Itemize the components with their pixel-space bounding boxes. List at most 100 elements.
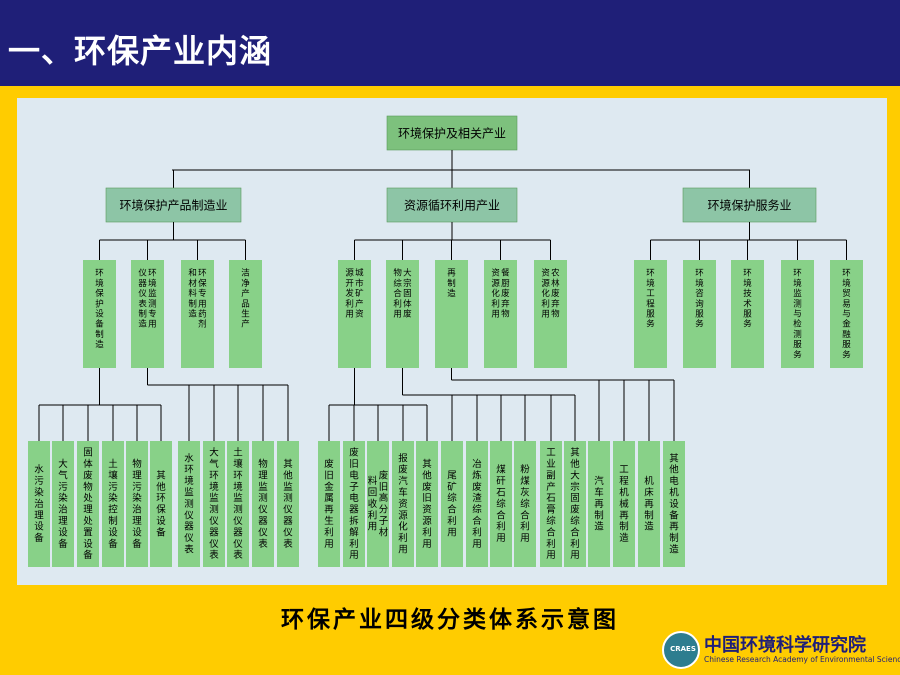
svg-text:源: 源 (422, 516, 432, 527)
svg-text:资: 资 (491, 268, 500, 279)
svg-text:备: 备 (132, 538, 142, 550)
svg-text:用: 用 (541, 309, 550, 319)
svg-text:综: 综 (496, 498, 506, 510)
svg-text:再: 再 (619, 510, 629, 521)
svg-text:旧: 旧 (379, 482, 389, 493)
svg-text:工: 工 (619, 465, 629, 476)
svg-text:物: 物 (258, 458, 268, 470)
svg-text:环: 环 (695, 269, 704, 279)
svg-text:固: 固 (83, 448, 93, 459)
svg-text:专: 专 (148, 308, 157, 319)
svg-text:污: 污 (108, 481, 118, 493)
svg-text:报: 报 (398, 452, 408, 464)
svg-text:壤: 壤 (108, 469, 118, 481)
svg-text:造: 造 (95, 339, 104, 350)
svg-text:利: 利 (349, 538, 359, 550)
svg-text:设: 设 (83, 539, 93, 550)
svg-text:器: 器 (283, 516, 293, 527)
svg-text:与: 与 (842, 309, 851, 319)
svg-text:境: 境 (233, 481, 243, 493)
svg-text:大: 大 (403, 268, 412, 279)
svg-text:境: 境 (148, 278, 157, 289)
level3-node-1-box (131, 260, 164, 368)
level4-node-25-box (663, 441, 685, 567)
svg-text:与: 与 (793, 309, 802, 319)
svg-text:金: 金 (324, 481, 334, 493)
level4-node-21-box (564, 441, 586, 567)
svg-text:灰: 灰 (520, 486, 530, 498)
diagram-panel: 环境保护及相关产业环境保护产品制造业资源循环利用产业环境保护服务业环境保护设备制… (17, 98, 887, 585)
svg-text:务: 务 (695, 319, 704, 330)
level3-node-0-box (83, 260, 116, 368)
svg-text:境: 境 (842, 278, 851, 289)
svg-text:务: 务 (793, 349, 802, 360)
svg-text:气: 气 (58, 469, 68, 481)
svg-text:电: 电 (349, 469, 359, 481)
svg-text:环: 环 (793, 269, 802, 279)
svg-text:产: 产 (241, 319, 250, 330)
svg-text:弃: 弃 (551, 298, 560, 309)
svg-text:表: 表 (184, 543, 194, 555)
svg-text:利: 利 (345, 298, 354, 309)
svg-text:仪: 仪 (258, 505, 268, 516)
level3-node-7-box (484, 260, 517, 368)
level2-node-0-label: 环境保护产品制造业 (119, 197, 227, 212)
svg-text:环: 环 (209, 470, 219, 481)
svg-text:制: 制 (644, 509, 654, 521)
svg-text:理: 理 (132, 470, 142, 481)
svg-text:易: 易 (842, 299, 851, 309)
svg-text:物: 物 (551, 308, 560, 319)
svg-text:工: 工 (546, 448, 556, 459)
svg-text:用: 用 (349, 550, 359, 561)
svg-text:生: 生 (241, 308, 250, 319)
svg-text:产: 产 (546, 481, 556, 493)
svg-text:汽: 汽 (594, 475, 604, 487)
level4-node-19-box (514, 441, 536, 567)
svg-text:尾: 尾 (447, 470, 457, 481)
svg-text:他: 他 (283, 469, 293, 481)
svg-text:矿: 矿 (447, 481, 457, 493)
institute-name-cn: 中国环境科学研究院 (704, 635, 866, 656)
svg-text:仪: 仪 (184, 533, 194, 544)
level3-node-5-box (386, 260, 419, 368)
svg-text:资: 资 (355, 308, 364, 319)
svg-text:利: 利 (447, 515, 457, 527)
svg-text:环: 环 (743, 269, 752, 279)
svg-text:污: 污 (132, 481, 142, 493)
level3-node-6-box (435, 260, 468, 368)
level4-node-17-box (466, 441, 488, 567)
svg-text:仪: 仪 (209, 539, 219, 550)
level2-node-2-label: 环境保护服务业 (707, 197, 791, 212)
svg-text:化: 化 (398, 521, 408, 533)
svg-text:产: 产 (355, 298, 364, 309)
svg-text:废: 废 (501, 288, 510, 299)
svg-text:环: 环 (95, 269, 104, 279)
svg-text:废: 废 (472, 481, 482, 493)
svg-text:物: 物 (83, 481, 93, 493)
svg-text:合: 合 (520, 509, 530, 521)
svg-text:治: 治 (34, 498, 44, 510)
svg-text:林: 林 (551, 278, 560, 289)
svg-text:副: 副 (546, 470, 556, 481)
svg-text:融: 融 (842, 329, 851, 340)
svg-text:材: 材 (188, 278, 197, 289)
svg-text:设: 设 (34, 522, 44, 533)
svg-text:用: 用 (496, 533, 506, 544)
svg-text:备: 备 (156, 526, 166, 538)
svg-text:表: 表 (283, 538, 293, 550)
svg-text:洁: 洁 (241, 268, 250, 279)
level2-node-1-box (386, 187, 518, 223)
svg-text:理: 理 (34, 510, 44, 521)
svg-text:制: 制 (188, 298, 197, 309)
svg-text:净: 净 (241, 278, 250, 289)
